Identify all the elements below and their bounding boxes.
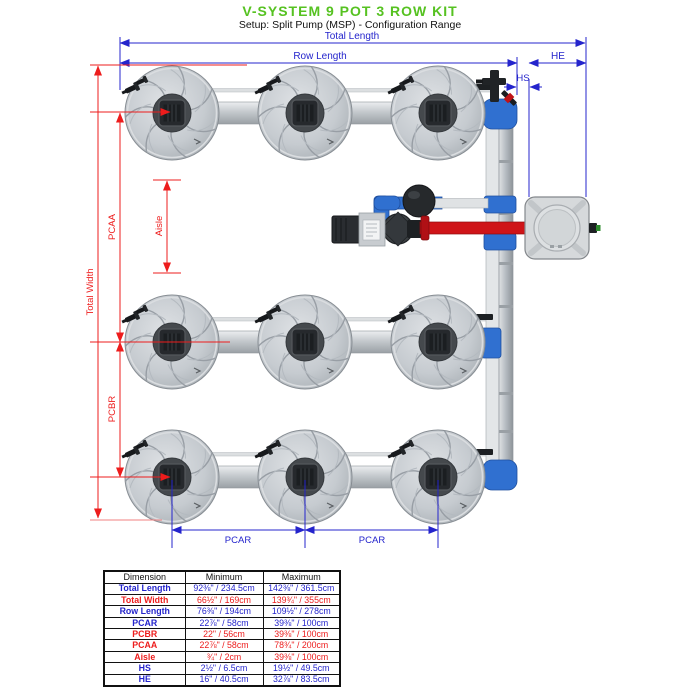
pump-outlet-pipe [419,221,528,235]
total-width-label: Total Width [85,269,96,316]
table-row: HS 2½" / 6.5cm 19½" / 49.5cm [103,662,341,675]
table-row: Aisle ¾" / 2cm 39⅜" / 100cm [103,650,341,664]
red-dimensions [90,64,247,521]
hs-label: HS [516,73,529,84]
mini-valve [501,90,517,106]
total-length-label: Total Length [325,31,380,42]
max-value-cell: 142⅜" / 361.5cm [262,582,341,596]
table-row: PCAA 22⅞" / 58cm 78¾" / 200cm [103,639,341,652]
max-value-cell: 19½" / 49.5cm [262,662,341,675]
page-subtitle: Setup: Split Pump (MSP) - Configuration … [238,19,462,31]
max-value-cell: 78¾" / 200cm [262,639,341,652]
float-valve-ball [402,184,436,218]
pump-label [362,219,381,241]
table-row: Total Length 92⅜" / 234.5cm 142⅜" / 361.… [103,582,341,596]
dimension-name-cell: PCBR [103,628,186,641]
pot [257,294,353,390]
max-value-cell: 139¾" / 355cm [262,594,341,607]
he-label: HE [551,51,565,62]
dimension-name-cell: Row Length [103,605,186,618]
min-value-cell: 2½" / 6.5cm [184,662,264,675]
pot-grid [120,65,486,525]
col-header-dimension: Dimension [103,570,186,584]
reservoir-tank [524,196,601,260]
table-row: Row Length 76⅜" / 194cm 109½" / 278cm [103,605,341,618]
pot [390,294,486,390]
table-row: PCBR 22" / 56cm 39⅜" / 100cm [103,628,341,641]
blue-dimensions [119,37,587,548]
pot [390,65,486,161]
min-value-cell: ¾" / 2cm [184,650,264,664]
pcar-left-label: PCAR [225,535,252,546]
max-value-cell: 109½" / 278cm [262,605,341,618]
red-valve [420,215,430,241]
dimension-name-cell: HE [103,673,186,687]
reservoir-fitting [589,223,597,233]
split-pump-assembly [331,184,528,247]
manifold-top-tee [476,70,517,106]
return-manifold [470,70,518,491]
dimension-name-cell: Aisle [103,650,186,664]
dimension-name-cell: PCAR [103,616,186,630]
dimension-name-cell: Total Length [103,582,186,596]
pcaa-label: PCAA [107,213,118,240]
row-length-label: Row Length [293,51,346,62]
col-header-minimum: Minimum [184,570,264,584]
pot [124,65,220,161]
manifold-elbow-bottom [482,459,518,491]
max-value-cell: 39⅜" / 100cm [262,650,341,664]
col-header-maximum: Maximum [262,570,341,584]
min-value-cell: 66½" / 169cm [184,594,264,607]
table-row: PCAR 22⅞" / 58cm 39⅜" / 100cm [103,616,341,630]
pcbr-label: PCBR [107,396,118,423]
min-value-cell: 22" / 56cm [184,628,264,641]
min-value-cell: 16" / 40.5cm [184,673,264,687]
pot [257,65,353,161]
table-row: Total Width 66½" / 169cm 139¾" / 355cm [103,594,341,607]
dimension-name-cell: PCAA [103,639,186,652]
aisle-label: Aisle [154,216,165,237]
table-row: HE 16" / 40.5cm 32⅞" / 83.5cm [103,673,341,687]
min-value-cell: 22⅞" / 58cm [184,639,264,652]
max-value-cell: 39⅜" / 100cm [262,628,341,641]
min-value-cell: 22⅞" / 58cm [184,616,264,630]
table-header-row: Dimension Minimum Maximum [103,570,341,584]
max-value-cell: 39⅜" / 100cm [262,616,341,630]
dimensions-table: Dimension Minimum Maximum Total Length 9… [103,570,341,687]
max-value-cell: 32⅞" / 83.5cm [262,673,341,687]
min-value-cell: 92⅜" / 234.5cm [184,582,264,596]
row-pipes [171,101,497,489]
pcar-right-label: PCAR [359,535,386,546]
page-title: V-SYSTEM 9 POT 3 ROW KIT [242,3,458,19]
system-diagram: Total Length Row Length HE HS PCAR PCAR … [85,31,601,548]
dimension-name-cell: Total Width [103,594,186,607]
dimension-name-cell: HS [103,662,186,675]
min-value-cell: 76⅜" / 194cm [184,605,264,618]
